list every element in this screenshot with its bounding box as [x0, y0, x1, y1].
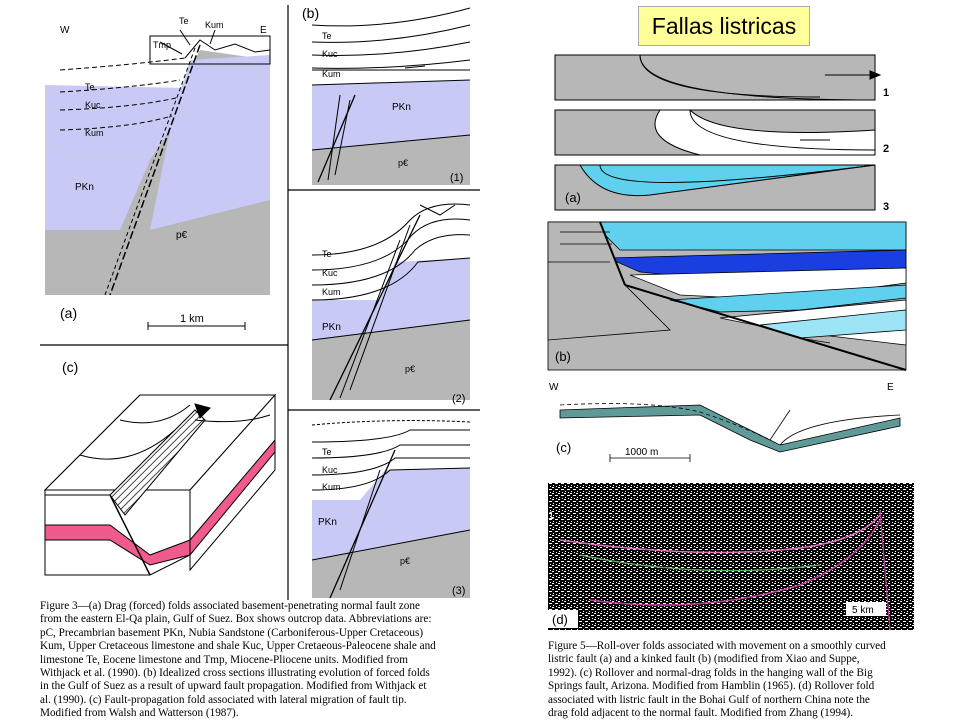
- fig5d-seismic-section: [548, 483, 914, 631]
- fig5b-kinked-fault-section: [547, 221, 907, 371]
- fig3b-s2-kuc: Kuc: [322, 268, 338, 278]
- fig5c-big-springs-section: [559, 403, 901, 462]
- fig3b-s2-pkn: PKn: [322, 322, 341, 333]
- fig3a-scale-label: 1 km: [180, 313, 204, 325]
- fig3a-panel-label: (a): [60, 305, 77, 321]
- fig5a-step-2: 2: [883, 143, 889, 155]
- fig3b-s3-te: Te: [322, 447, 332, 457]
- fig3a-kum: Kum: [85, 128, 104, 138]
- fig3b-s3-pc: p€: [400, 556, 410, 566]
- slide-title: Fallas listricas: [638, 6, 810, 46]
- fig3a-kuc: Kuc: [85, 100, 101, 110]
- fig5d-scale-label: 5 km: [852, 605, 874, 616]
- fig3b-s1-te: Te: [322, 31, 332, 41]
- fig5b-panel-label: (b): [555, 349, 571, 364]
- fig3a-section: [45, 25, 271, 330]
- fig3b-stage2-section: [311, 203, 471, 401]
- fig3a-tmp: Tmp: [153, 40, 171, 50]
- fig5a-sequence: [554, 54, 882, 211]
- fig5c-scale-label: 1000 m: [625, 447, 658, 458]
- fig3b-s2-kum: Kum: [322, 287, 341, 297]
- fig3a-te: Te: [85, 82, 95, 92]
- fig5c-panel-label: (c): [556, 440, 571, 455]
- fig3b-panel-label: (b): [302, 5, 319, 21]
- fig3b-s3-num: (3): [452, 585, 465, 597]
- fig3a-west-label: W: [60, 25, 70, 36]
- fig5d-time-label: 1: [548, 510, 554, 522]
- fig3b-s2-te: Te: [322, 249, 332, 259]
- fig3-frame: [40, 5, 480, 600]
- fig3c-panel-label: (c): [62, 359, 78, 375]
- fig3b-stage3-section: [311, 420, 471, 599]
- fig3a-pc: p€: [176, 230, 188, 241]
- figure5-caption: Figure 5—Roll-over folds associated with…: [548, 640, 886, 720]
- fig3a-east-label: E: [260, 25, 267, 36]
- fig3b-s1-pkn: PKn: [392, 102, 411, 113]
- fig3b-s3-kuc: Kuc: [322, 465, 338, 475]
- figure3-caption: Figure 3—(a) Drag (forced) folds associa…: [40, 600, 436, 720]
- fig3b-s2-num: (2): [452, 393, 465, 405]
- fig3b-s1-num: (1): [450, 172, 463, 184]
- fig5a-step-1: 1: [883, 87, 889, 99]
- fig3b-s3-kum: Kum: [322, 482, 341, 492]
- fig5c-west-label: W: [549, 382, 559, 393]
- fig5c-east-label: E: [887, 382, 894, 393]
- fig3b-s2-pc: p€: [405, 364, 415, 374]
- fig3b-s3-pkn: PKn: [318, 517, 337, 528]
- fig3b-s1-kuc: Kuc: [322, 49, 338, 59]
- fig3a-te-top: Te: [179, 16, 189, 26]
- fig3b-s1-kum: Kum: [322, 69, 341, 79]
- fig3b-s1-pc: p€: [398, 158, 408, 168]
- fig3a-pkn: PKn: [75, 182, 94, 193]
- fig3b-stage1-section: [311, 7, 471, 185]
- fig3a-kum-top: Kum: [205, 20, 224, 30]
- fig5d-panel-label: (d): [552, 612, 568, 627]
- fig5a-step-3: 3: [883, 201, 889, 213]
- fig3c-block-diagram: [43, 393, 277, 576]
- fig5a-panel-label: (a): [565, 190, 581, 205]
